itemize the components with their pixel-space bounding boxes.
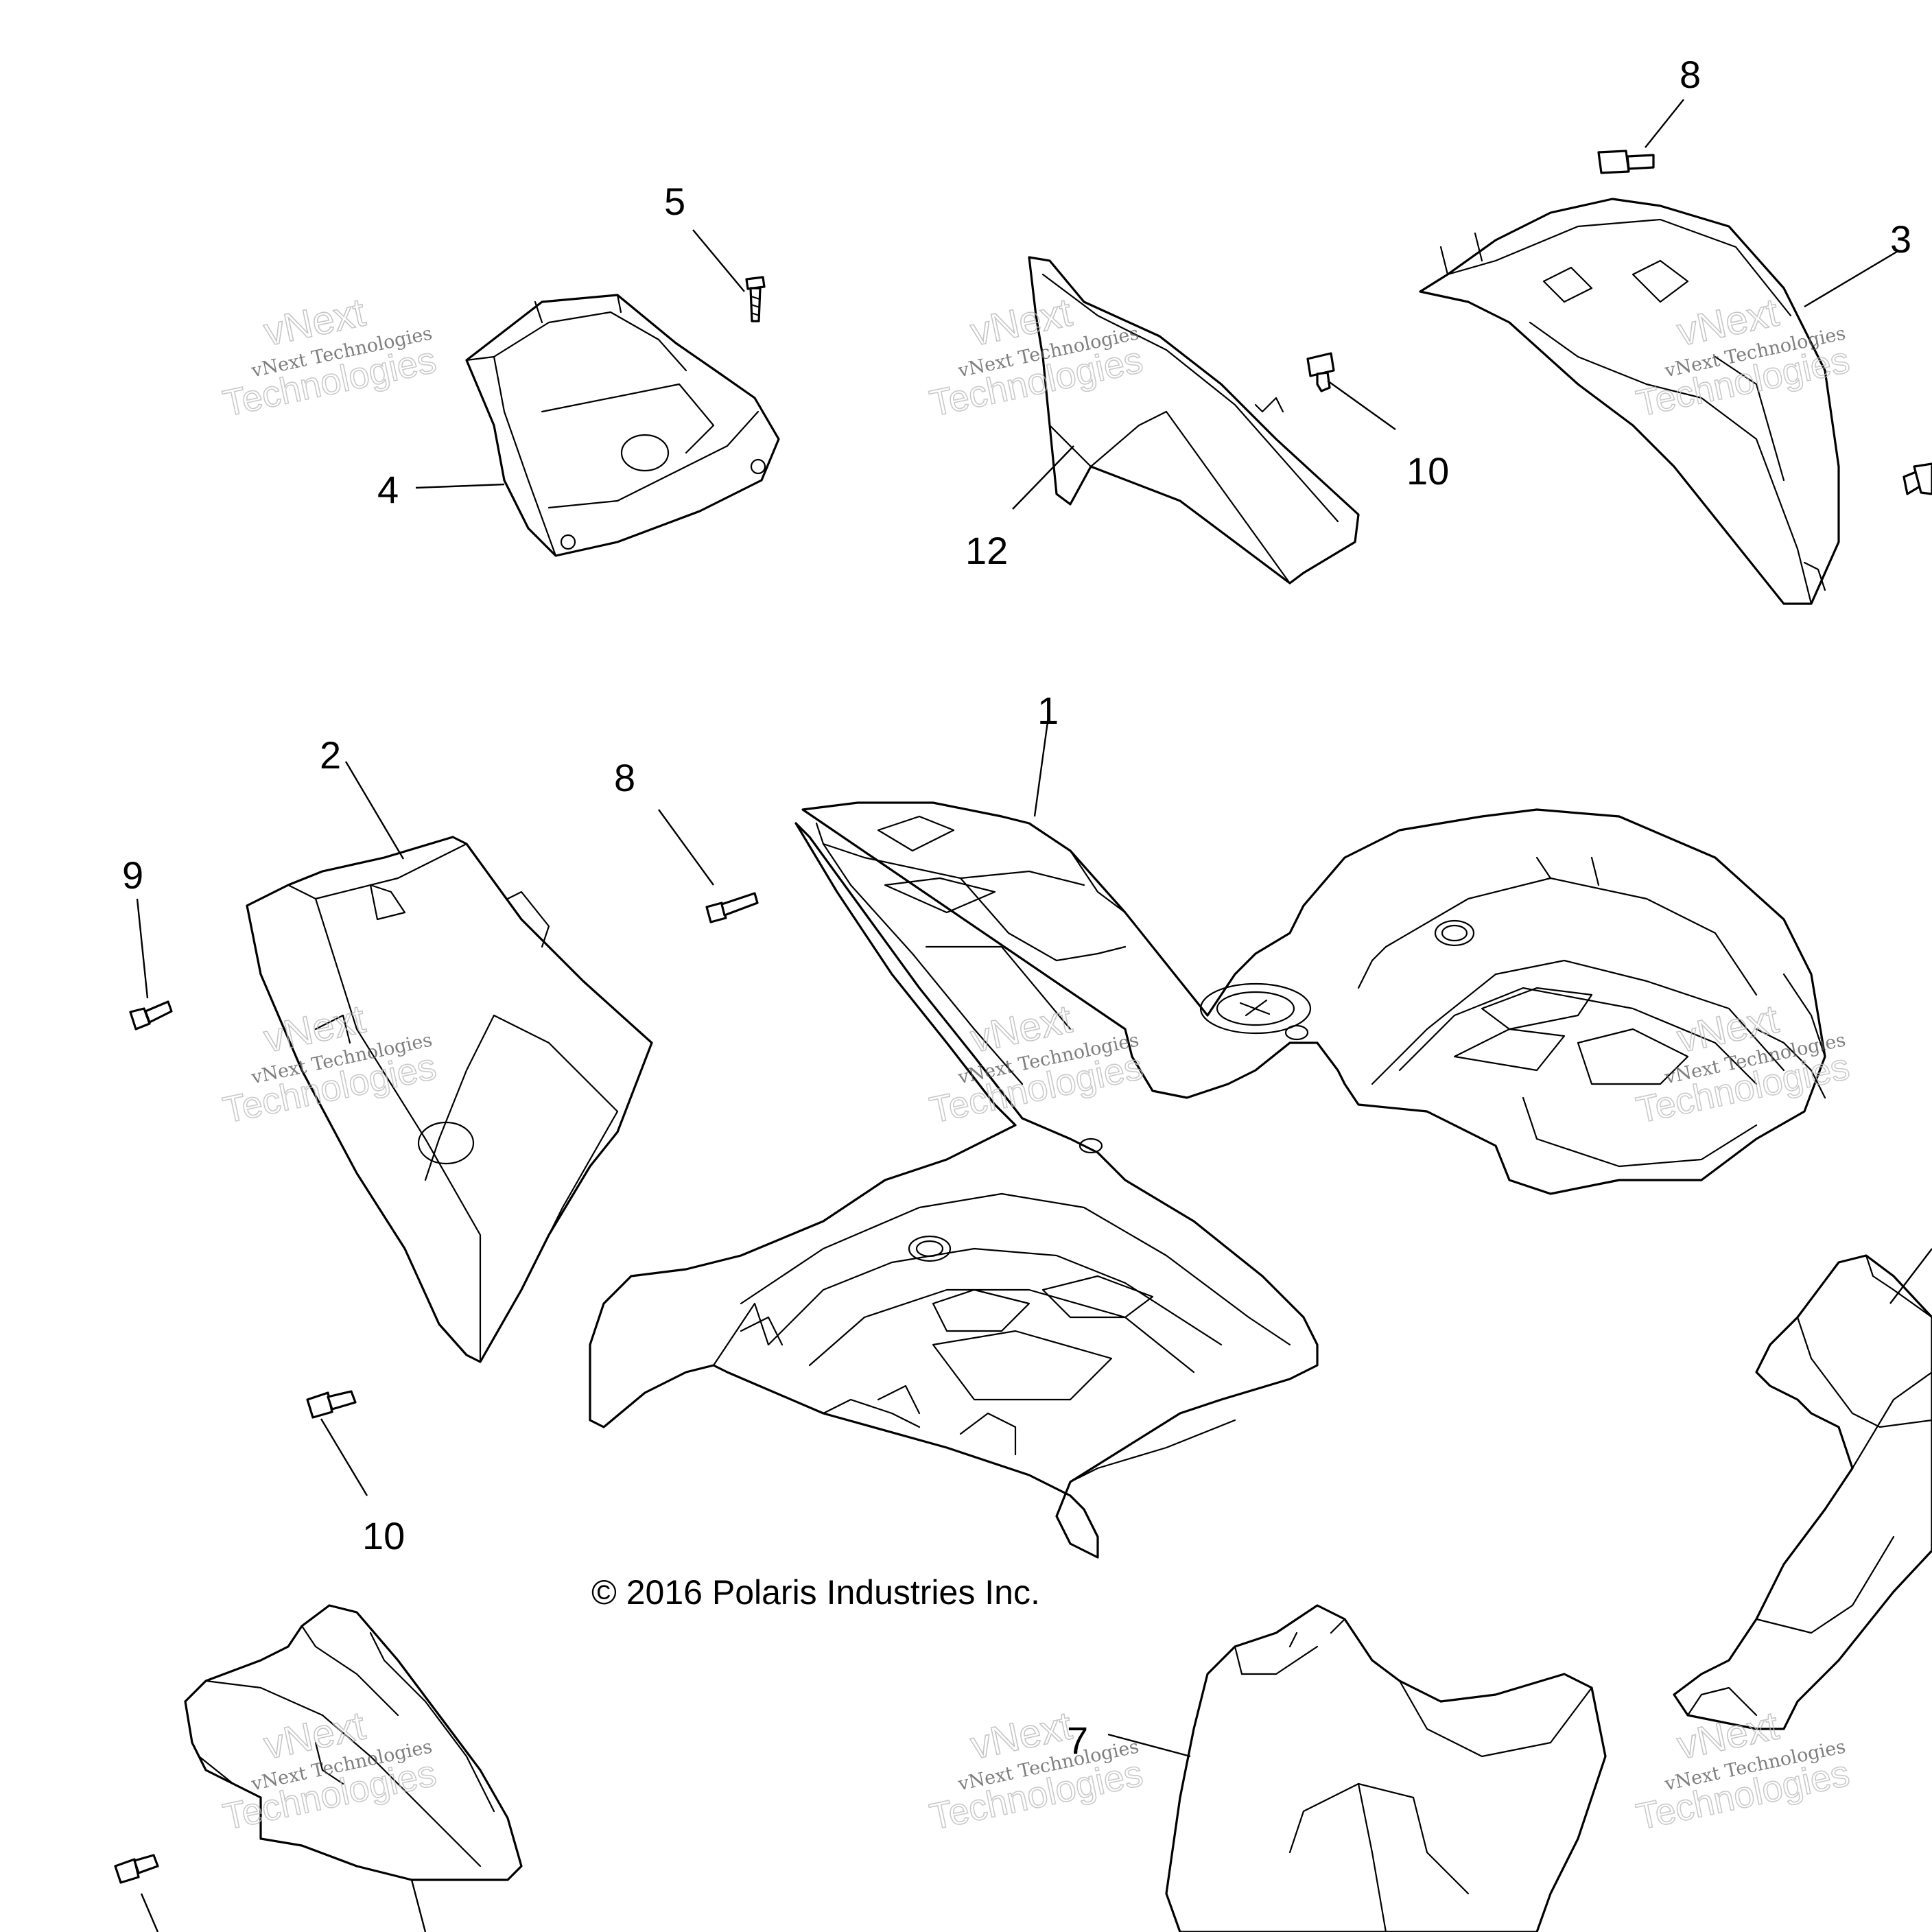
callout-5: 5: [664, 180, 685, 223]
part-2-side-panel[interactable]: [246, 836, 653, 1363]
callout-8-mid: 8: [614, 756, 635, 799]
part-7-footwell[interactable]: [1165, 1604, 1607, 1932]
part-11-lower-cowl[interactable]: [184, 1604, 523, 1881]
watermark: vNext vNext Technologies Technologies: [1632, 1703, 1853, 1839]
part-10-clip-lower-left[interactable]: [306, 1390, 357, 1419]
callout-10-lower: 10: [362, 1514, 405, 1557]
callout-9: 9: [122, 853, 143, 897]
watermark: vNext vNext Technologies Technologies: [926, 1703, 1146, 1839]
part-9-screw[interactable]: [129, 1000, 173, 1030]
part-12-panel[interactable]: [1028, 256, 1360, 585]
callout-1: 1: [1037, 689, 1059, 732]
part-10-clip-right[interactable]: [1902, 462, 1932, 495]
part-1-main-fender[interactable]: [589, 801, 1826, 1559]
part-10-clip-top[interactable]: [1306, 352, 1335, 392]
callout-2: 2: [320, 733, 341, 777]
watermark: vNext vNext Technologies Technologies: [219, 290, 440, 425]
callout-10-top: 10: [1406, 449, 1449, 493]
callout-8-top: 8: [1680, 53, 1701, 96]
part-8-screw-mid[interactable]: [705, 892, 759, 923]
part-4-cowl[interactable]: [465, 294, 780, 557]
part-8-screw-top[interactable]: [1597, 150, 1655, 174]
part-10-clip-bottom-left[interactable]: [114, 1854, 159, 1884]
callout-3: 3: [1890, 217, 1911, 261]
callout-labels: 1 2 3 4 5 7 8 8 9 10 10 12: [122, 53, 1911, 1762]
callout-4: 4: [377, 468, 399, 511]
callout-12: 12: [965, 529, 1008, 572]
copyright-notice: © 2016 Polaris Industries Inc.: [591, 1573, 1040, 1612]
part-3-side-shield[interactable]: [1419, 198, 1840, 605]
part-5-screw[interactable]: [745, 276, 766, 322]
part-6-side-panel-right[interactable]: [1673, 1254, 1932, 1730]
callout-7: 7: [1067, 1719, 1088, 1762]
leader-lines: [136, 99, 1932, 1932]
